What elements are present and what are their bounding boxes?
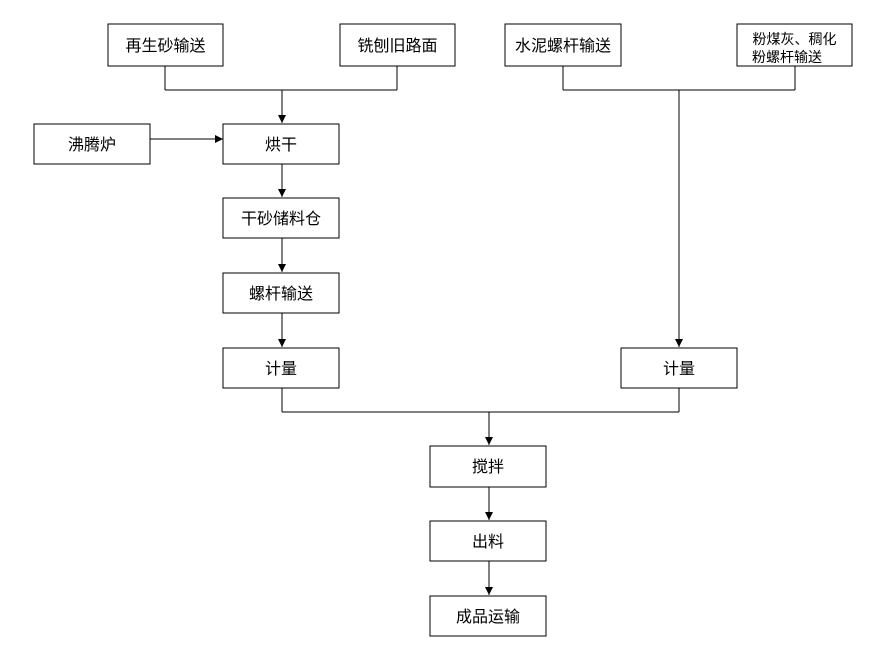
node-metering-right: 计量 bbox=[620, 347, 738, 389]
node-label: 烘干 bbox=[265, 135, 297, 154]
node-drying: 烘干 bbox=[222, 123, 340, 165]
node-mixing: 搅拌 bbox=[429, 445, 547, 488]
node-label: 沸腾炉 bbox=[68, 135, 116, 154]
node-label: 计量 bbox=[663, 359, 695, 378]
node-label: 搅拌 bbox=[472, 457, 504, 476]
node-label: 水泥螺杆输送 bbox=[515, 36, 611, 55]
node-screw-conveyor: 螺杆输送 bbox=[222, 272, 340, 314]
node-product-transport: 成品运输 bbox=[429, 595, 547, 637]
node-discharge: 出料 bbox=[429, 520, 547, 562]
connectors bbox=[150, 66, 796, 595]
node-label: 成品运输 bbox=[456, 607, 520, 626]
node-label-line1: 粉煤灰、稠化 bbox=[753, 32, 837, 48]
node-label: 再生砂输送 bbox=[125, 36, 205, 55]
node-boiling-furnace: 沸腾炉 bbox=[33, 123, 151, 165]
node-label: 计量 bbox=[265, 359, 297, 378]
node-flyash-screw: 粉煤灰、稠化 粉螺杆输送 bbox=[736, 23, 853, 67]
node-dry-sand-silo: 干砂储料仓 bbox=[222, 197, 340, 239]
node-label: 干砂储料仓 bbox=[241, 209, 321, 228]
node-label: 螺杆输送 bbox=[249, 284, 313, 303]
node-recycled-sand: 再生砂输送 bbox=[107, 23, 224, 67]
node-metering-left: 计量 bbox=[222, 347, 340, 389]
node-label: 出料 bbox=[472, 532, 504, 551]
node-cement-screw: 水泥螺杆输送 bbox=[504, 23, 622, 67]
node-label-line2: 粉螺杆输送 bbox=[752, 50, 822, 66]
node-label: 铣刨旧路面 bbox=[357, 36, 437, 55]
node-milled-pavement: 铣刨旧路面 bbox=[339, 23, 456, 67]
